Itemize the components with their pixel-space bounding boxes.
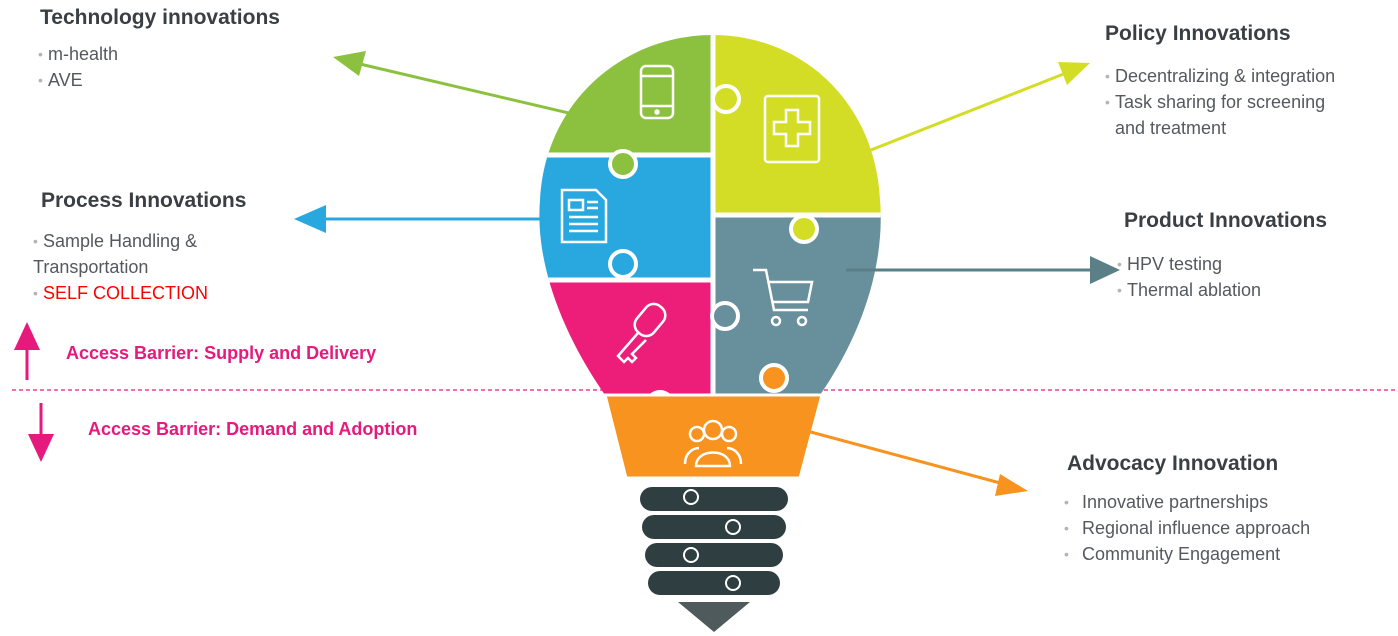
knob-lime-bottom [789, 214, 819, 244]
list-item: Regional influence approach [1060, 515, 1310, 541]
smartphone-icon [639, 64, 675, 120]
advocacy-list: Innovative partnerships Regional influen… [1060, 489, 1310, 567]
list-item: Transportation [33, 254, 208, 280]
up-arrow-icon [14, 322, 40, 380]
key-icon [616, 302, 667, 364]
supply-barrier-label: Access Barrier: Supply and Delivery [66, 343, 377, 363]
list-item: Community Engagement [1060, 541, 1310, 567]
down-arrow-icon [28, 403, 54, 462]
list-item: Task sharing for screening [1105, 89, 1335, 115]
document-icon [560, 188, 608, 244]
knob-slate-left [710, 301, 740, 331]
process-title: Process Innovations [41, 189, 247, 212]
knob-green-bottom [608, 149, 638, 179]
list-item: HPV testing [1117, 251, 1261, 277]
bulb-base [640, 487, 788, 632]
knob-orange-top [759, 363, 789, 393]
technology-title: Technology innovations [40, 6, 280, 29]
list-item-continuation: Transportation [33, 257, 149, 277]
demand-barrier-label: Access Barrier: Demand and Adoption [88, 419, 418, 439]
list-item: Decentralizing & integration [1105, 63, 1335, 89]
shopping-cart-icon [753, 268, 814, 327]
lime-piece [713, 35, 881, 215]
arrow-technology [333, 51, 608, 124]
product-title: Product Innovations [1124, 209, 1328, 232]
list-item-continuation: and treatment [1115, 118, 1227, 138]
list-item: Innovative partnerships [1060, 489, 1310, 515]
arrow-policy [837, 62, 1090, 165]
arrow-product [846, 256, 1120, 284]
policy-title: Policy Innovations [1105, 22, 1291, 45]
product-list: HPV testing Thermal ablation [1117, 251, 1261, 303]
arrow-advocacy [765, 418, 1028, 496]
list-item: SELF COLLECTION [33, 280, 208, 306]
green-piece [539, 35, 713, 155]
slate-piece [713, 215, 881, 395]
knob-blue-bottom [608, 249, 638, 279]
magenta-piece [539, 280, 713, 395]
technology-list: m-health AVE [38, 41, 118, 93]
list-item: AVE [38, 67, 118, 93]
medical-cross-icon [763, 94, 821, 164]
people-icon [683, 419, 743, 468]
list-item: Sample Handling & [33, 228, 208, 254]
arrow-process [294, 205, 560, 233]
process-list: Sample Handling & Transportation SELF CO… [33, 228, 208, 306]
advocacy-title: Advocacy Innovation [1067, 452, 1279, 475]
knob-green-right [711, 84, 741, 114]
list-item: Thermal ablation [1117, 277, 1261, 303]
orange-piece [603, 393, 824, 480]
policy-list: Decentralizing & integration Task sharin… [1105, 63, 1335, 141]
list-item: m-health [38, 41, 118, 67]
